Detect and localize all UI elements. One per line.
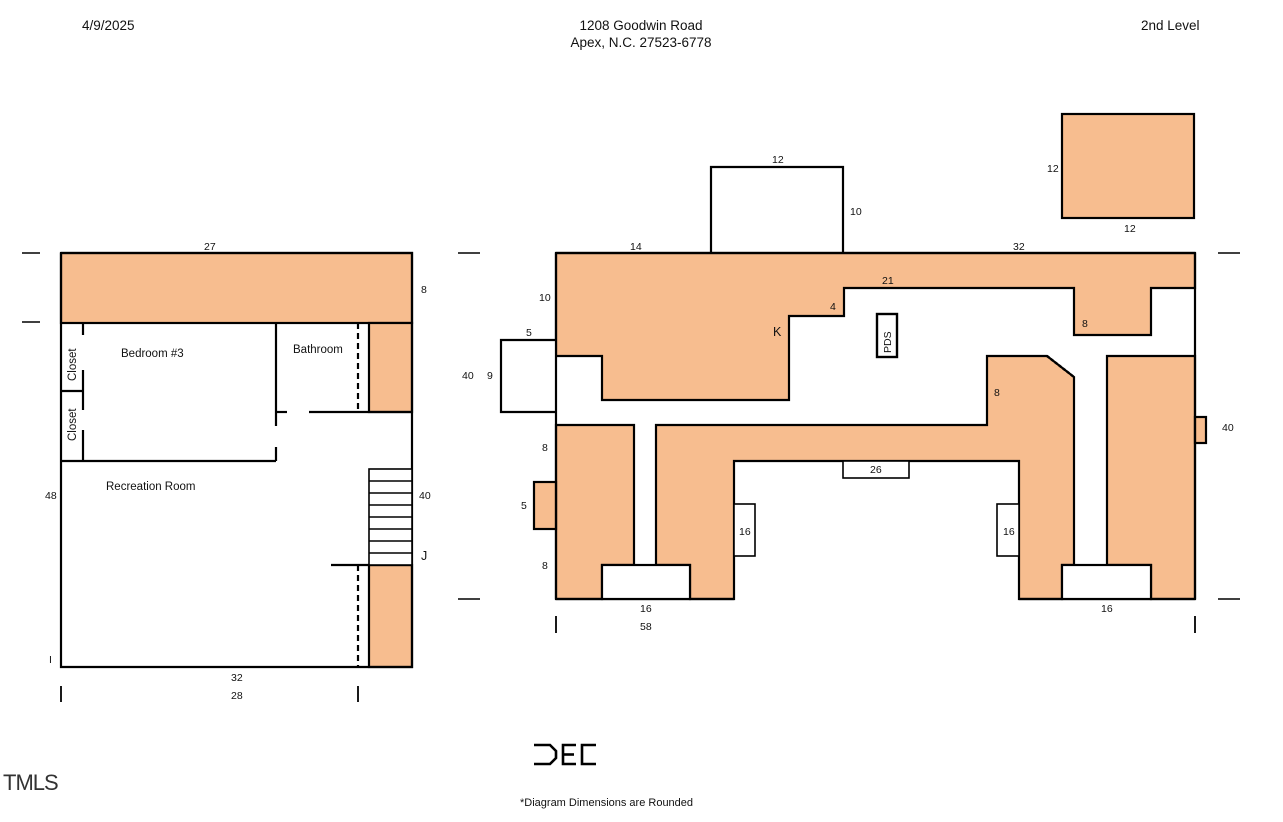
- center-16-box-a: [733, 503, 756, 557]
- bottom-left-box: [600, 563, 692, 601]
- left-level-marks: [22, 252, 480, 600]
- dim-top-left: 14: [630, 241, 642, 253]
- closet-label-1: Closet: [67, 348, 79, 381]
- tmls-logo: TMLS: [3, 770, 59, 795]
- left-dim-right-side: 40: [419, 490, 431, 502]
- left-dim-left-side: 48: [45, 490, 57, 502]
- dim-inner-8a: 8: [1082, 318, 1088, 330]
- pds-box: [875, 312, 899, 359]
- dim-left-8b: 8: [542, 560, 548, 572]
- left-right-lower-shade: [367, 563, 414, 669]
- dim-left-5b: 5: [521, 500, 527, 512]
- center-16-box-b: [996, 503, 1020, 557]
- bathroom-label: Bathroom: [293, 344, 343, 356]
- dim-bump-top: 12: [772, 154, 784, 166]
- dim-roof-side: 12: [1047, 163, 1059, 175]
- footer-note: *Diagram Dimensions are Rounded: [520, 797, 694, 809]
- detached-shaded-square: [1060, 112, 1196, 220]
- dim-bottom-16b: 16: [1101, 603, 1113, 615]
- address-line1: 1208 Goodwin Road: [579, 18, 703, 33]
- date-label: 4/9/2025: [82, 18, 135, 33]
- pds-label: PDS: [882, 331, 894, 353]
- dim-left-5: 5: [526, 327, 532, 339]
- closet-label-2: Closet: [67, 408, 79, 441]
- marker-j: J: [421, 549, 427, 563]
- left-top-band: [59, 251, 414, 325]
- bottom-right-box: [1060, 563, 1153, 601]
- dim-roof-bottom: 12: [1124, 223, 1136, 235]
- top-bump: [709, 165, 845, 253]
- left-dim-right-top: 8: [421, 284, 427, 296]
- left-bump: [499, 338, 556, 414]
- dim-left-8a: 8: [542, 442, 548, 454]
- address-line2: Apex, N.C. 27523-6778: [570, 35, 712, 50]
- dim-inner-16b: 16: [1003, 526, 1015, 538]
- bedroom-label: Bedroom #3: [121, 348, 184, 360]
- dim-bump-side: 10: [850, 206, 862, 218]
- dim-left-9: 9: [487, 370, 493, 382]
- dim-inner-4: 4: [830, 301, 836, 313]
- right-small-tab: [1193, 415, 1208, 445]
- level-label: 2nd Level: [1141, 18, 1200, 33]
- left-dim-bottom-lower: 28: [231, 690, 243, 702]
- marker-i: I: [49, 654, 52, 666]
- dim-inner-16a: 16: [739, 526, 751, 538]
- dim-bottom-16a: 16: [640, 603, 652, 615]
- left-small-tab: [532, 480, 558, 531]
- left-dim-top: 27: [204, 241, 216, 253]
- dim-inner-21: 21: [882, 275, 894, 287]
- right-level-marks: [1218, 252, 1240, 600]
- recreation-room-label: Recreation Room: [106, 481, 195, 493]
- right-floor-plan: [499, 112, 1208, 633]
- left-dim-bottom: 32: [231, 672, 243, 684]
- marker-k: K: [773, 325, 782, 339]
- dim-left-10: 10: [539, 292, 551, 304]
- dim-inner-26: 26: [870, 464, 882, 476]
- staircase: [368, 468, 413, 566]
- dim-left-40: 40: [462, 370, 474, 382]
- left-floor-plan: [59, 251, 414, 702]
- dim-inner-8b: 8: [994, 387, 1000, 399]
- dim-bottom-58: 58: [640, 621, 652, 633]
- right-right-column: [1105, 354, 1197, 601]
- brand-mark: [534, 743, 596, 766]
- diagonal-dotted-line: [1046, 355, 1075, 378]
- dim-right-40: 40: [1222, 422, 1234, 434]
- left-right-upper-shade: [367, 321, 414, 414]
- dim-top-right: 32: [1013, 241, 1025, 253]
- center-26-box: [842, 460, 910, 479]
- right-main-shaded-region: [554, 251, 1197, 402]
- left-outer-wall: [59, 251, 414, 669]
